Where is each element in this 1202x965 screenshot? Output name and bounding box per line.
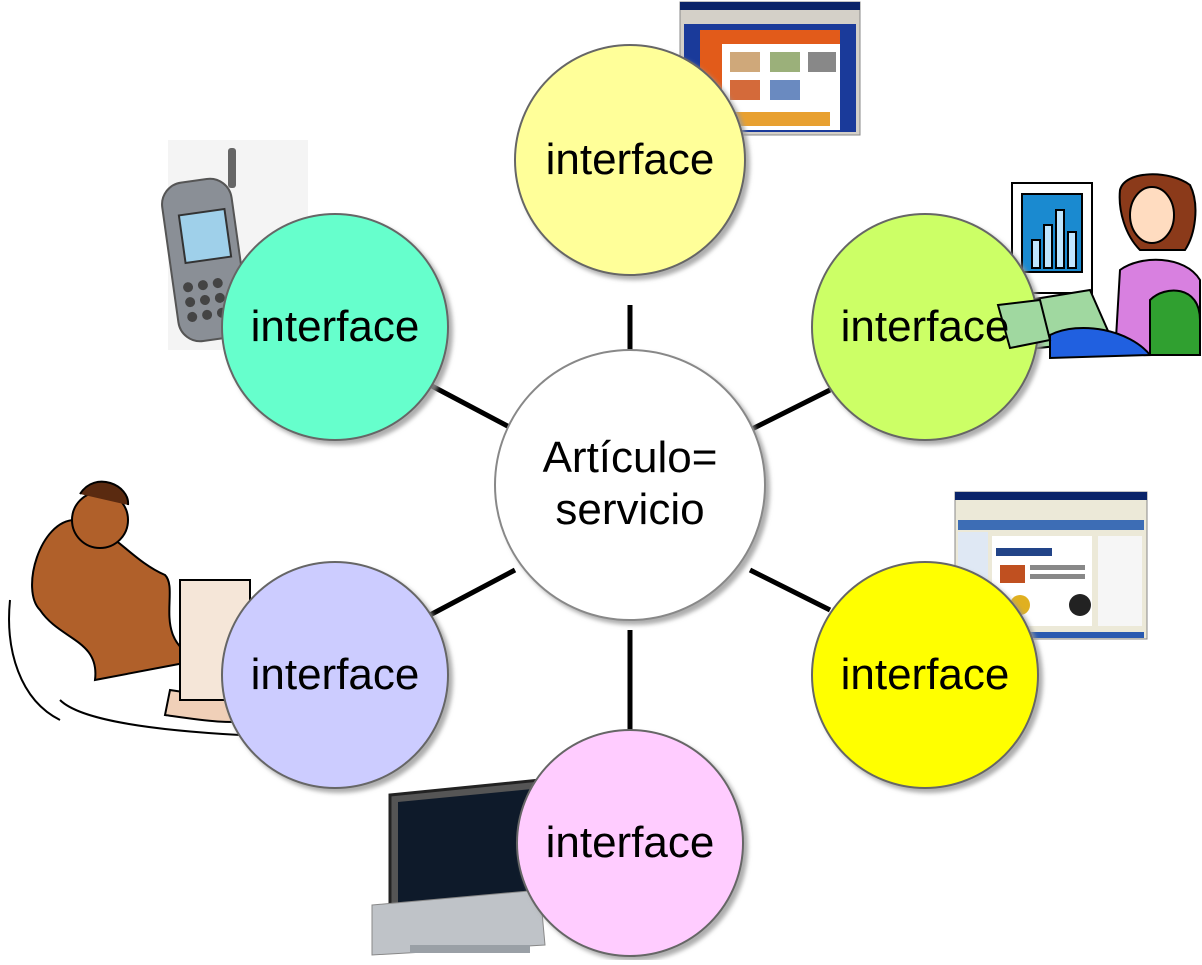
connector-lower-right <box>748 567 832 613</box>
node-label-bottom: interface <box>545 818 715 867</box>
center-label-line1: Artículo= <box>542 433 718 482</box>
node-circle-bottom <box>516 729 744 957</box>
connector-lower-left <box>428 567 517 618</box>
connector-lines <box>428 305 832 735</box>
node-label-upper-left: interface <box>250 302 420 351</box>
flat-screen-tv-image <box>371 778 546 956</box>
node-circle-upper-left <box>221 213 449 441</box>
node-label-top: interface <box>545 135 715 184</box>
node-label-lower-right: interface <box>840 650 1010 699</box>
node-label-lower-left: interface <box>250 650 420 699</box>
node-label-upper-right: interface <box>840 302 1010 351</box>
node-circle-lower-right <box>811 561 1039 789</box>
center-label: Artículo= servicio <box>495 432 765 536</box>
center-circle <box>494 349 766 621</box>
connector-upper-left <box>428 382 517 433</box>
center-label-line2: servicio <box>555 485 705 534</box>
node-circle-top <box>514 44 746 276</box>
person-overlap <box>996 298 1052 350</box>
node-circles <box>221 44 1039 957</box>
connector-upper-right <box>748 387 832 433</box>
node-circle-lower-left <box>221 561 449 789</box>
